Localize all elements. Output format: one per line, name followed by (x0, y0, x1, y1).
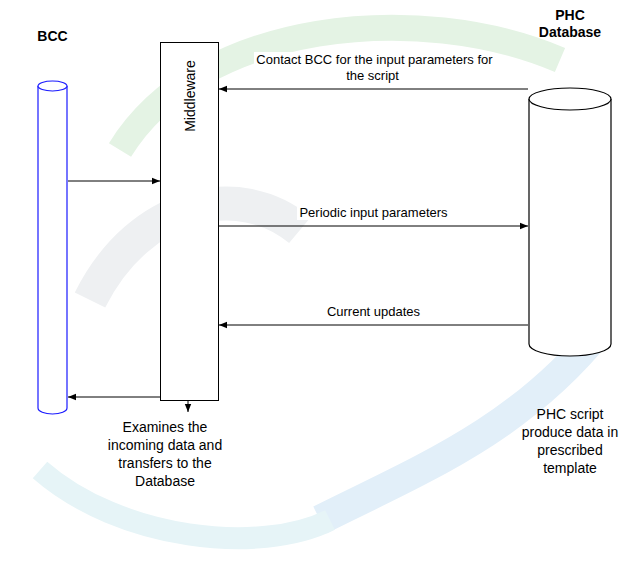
arrow-connector (219, 226, 528, 227)
node-heading: PHC Database (530, 7, 610, 41)
edge-label-box: Periodic input parameters (274, 205, 474, 221)
edge-label: Contact BCC for the input parameters for… (254, 52, 492, 83)
node-heading: BCC (23, 28, 83, 45)
arrow-connector (219, 89, 528, 90)
bcc-cylinder: BCC (37, 80, 68, 415)
arrow-connector (68, 397, 160, 398)
edge-label: Periodic input parameters (297, 205, 449, 220)
arrow-connector (68, 181, 160, 182)
cylinder-outline (37, 80, 68, 415)
edge-label-box: Current updates (274, 304, 474, 320)
middleware-note: Examines the incoming data and transfers… (100, 418, 230, 490)
middleware-box: Middleware (160, 42, 219, 401)
vertical-label: Middleware (182, 60, 198, 132)
arrow-connector (219, 325, 528, 326)
cylinder-outline (528, 87, 612, 357)
script-note: PHC script produce data in prescribed te… (518, 405, 622, 477)
edge-label: Current updates (325, 304, 422, 319)
database-cylinder: PHC Database (528, 87, 612, 357)
edge-label-box: Contact BCC for the input parameters for… (249, 52, 499, 84)
leader-arrow (188, 401, 189, 412)
